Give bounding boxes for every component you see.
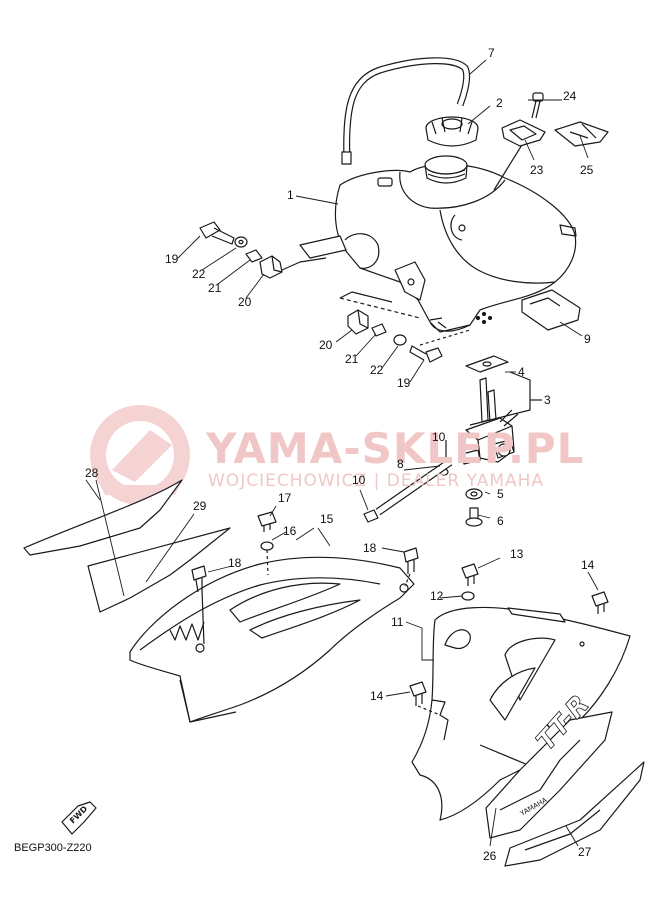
- callout-19-upper: 19: [165, 252, 179, 266]
- damper-20-upper: [259, 255, 283, 279]
- callout-12: 12: [430, 589, 444, 603]
- side-cover-15: [129, 556, 415, 723]
- washer-5: [465, 488, 483, 500]
- callout-3: 3: [544, 393, 551, 407]
- washer-22-upper: [234, 236, 248, 248]
- callout-23: 23: [530, 163, 544, 177]
- bolt-19-upper: [199, 221, 235, 245]
- callout-25: 25: [580, 163, 594, 177]
- callout-17: 17: [278, 491, 292, 505]
- fwd-arrow-icon: [61, 801, 97, 835]
- callout-10-lower: 10: [352, 473, 366, 487]
- callout-1: 1: [287, 188, 294, 202]
- bolt-18-right: [403, 547, 419, 574]
- callout-14-left: 14: [370, 689, 384, 703]
- callout-24: 24: [563, 89, 577, 103]
- watermark-brand: YAMA-SKLEP.PL: [206, 424, 585, 473]
- fuel-tank: [299, 139, 577, 333]
- callout-4: 4: [518, 365, 525, 379]
- callout-6: 6: [497, 514, 504, 528]
- bolt-14-left: [409, 681, 427, 706]
- callout-22-upper: 22: [192, 267, 206, 281]
- callout-15: 15: [320, 512, 334, 526]
- bracket-23: [501, 119, 546, 147]
- callout-14-right: 14: [581, 558, 595, 572]
- callout-11: 11: [391, 615, 404, 629]
- callout-19-lower: 19: [397, 376, 411, 390]
- callout-5: 5: [497, 487, 504, 501]
- bolt-19-lower: [409, 345, 443, 363]
- callout-16: 16: [283, 524, 297, 538]
- gasket-4: [465, 355, 509, 373]
- diagram-code: BEGP300-Z220: [14, 842, 92, 854]
- callout-13: 13: [510, 547, 524, 561]
- bolt-17: [257, 511, 277, 532]
- decal-26: [485, 711, 613, 839]
- watermark-subtitle: WOJCIECHOWICZ | DEALER YAMAHA: [208, 471, 545, 491]
- callout-27: 27: [578, 845, 592, 859]
- callout-21-lower: 21: [345, 352, 359, 366]
- callout-22-lower: 22: [370, 363, 384, 377]
- washer-22-lower: [393, 334, 407, 346]
- callout-9: 9: [584, 332, 591, 346]
- collar-16: [260, 541, 274, 551]
- callout-21-upper: 21: [208, 281, 222, 295]
- fuel-hose-8: [375, 458, 453, 516]
- fuel-cap: [425, 116, 479, 147]
- callout-20-upper: 20: [238, 295, 252, 309]
- collar-21-lower: [371, 323, 387, 337]
- bolt-14-right: [591, 591, 609, 614]
- damper-20-lower: [347, 309, 369, 335]
- decal-27: [504, 761, 645, 867]
- collar-12: [461, 591, 475, 601]
- callout-2: 2: [496, 96, 503, 110]
- callout-7: 7: [488, 46, 495, 60]
- decal-29: [87, 527, 231, 613]
- callout-8: 8: [397, 457, 404, 471]
- callout-20-lower: 20: [319, 338, 333, 352]
- screw-6: [465, 507, 483, 527]
- bolt-13: [461, 563, 479, 586]
- decal-28: [23, 479, 183, 556]
- breather-hose: [341, 57, 471, 165]
- callout-29: 29: [193, 499, 207, 513]
- callout-26: 26: [483, 849, 497, 863]
- damper-25: [554, 121, 609, 147]
- bolt-24: [531, 92, 544, 119]
- bolt-18-left: [191, 565, 207, 593]
- callout-28: 28: [85, 466, 99, 480]
- protector-9: [521, 289, 581, 331]
- clip-10-lower: [363, 509, 379, 523]
- fuel-cock-3: [461, 377, 519, 465]
- watermark-logo: [90, 405, 190, 505]
- callout-10-upper: 10: [432, 430, 446, 444]
- callout-18-right: 18: [363, 541, 377, 555]
- collar-21-upper: [245, 249, 263, 263]
- callout-18-left: 18: [228, 556, 242, 570]
